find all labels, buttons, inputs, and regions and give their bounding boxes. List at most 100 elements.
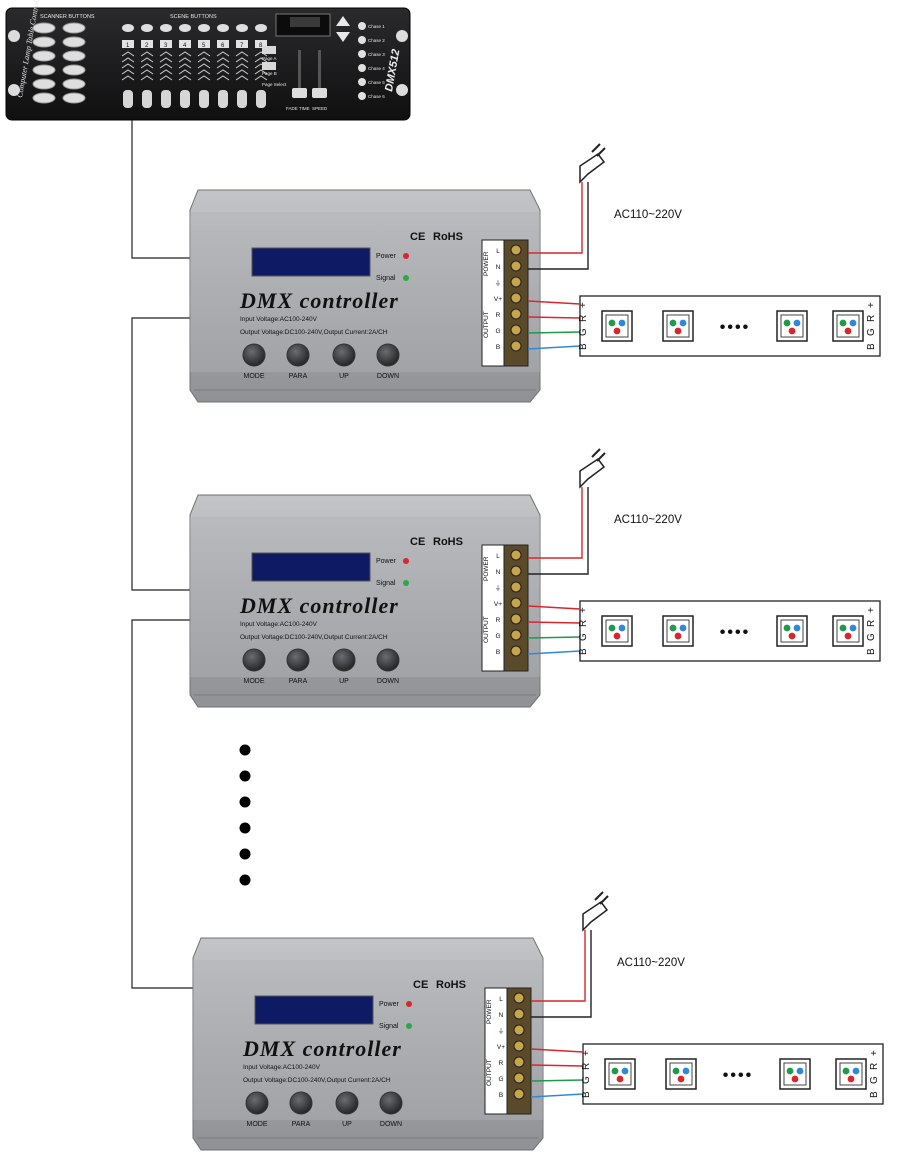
terminal-screw [513, 1008, 525, 1020]
scanner-button[interactable] [62, 50, 86, 62]
page-b-button[interactable] [262, 62, 276, 70]
controller-button-label: MODE [244, 373, 265, 380]
channel-fader[interactable] [199, 90, 209, 108]
terminal-screw [510, 308, 522, 320]
rack-hole [396, 84, 408, 96]
green-diode [672, 1067, 680, 1075]
chase-button[interactable] [358, 78, 366, 86]
channel-fader[interactable] [180, 90, 190, 108]
blue-diode [849, 624, 857, 632]
output-wire [527, 316, 581, 319]
scanner-button[interactable] [32, 22, 56, 34]
scanner-button[interactable] [32, 36, 56, 48]
scanner-button[interactable] [62, 78, 86, 90]
controller-button-down[interactable] [379, 1091, 403, 1115]
terminal-screw [513, 1088, 525, 1100]
terminal-screw [510, 613, 522, 625]
fader-scale-mark [254, 51, 268, 57]
scene-button[interactable] [122, 24, 134, 32]
chase-button[interactable] [358, 64, 366, 72]
scene-button[interactable] [198, 24, 210, 32]
scene-button[interactable] [160, 24, 172, 32]
controller-button-mode[interactable] [242, 343, 266, 367]
controller-button-label: UP [342, 1121, 352, 1128]
fader-scale-mark [235, 75, 249, 81]
controller-button-para[interactable] [289, 1091, 313, 1115]
scanner-button[interactable] [32, 78, 56, 90]
scanner-button[interactable] [32, 64, 56, 76]
blue-diode [793, 319, 801, 327]
chase-label: Chase 1 [368, 24, 385, 29]
fader-scale-mark [178, 63, 192, 69]
channel-fader[interactable] [142, 90, 152, 108]
scene-button[interactable] [141, 24, 153, 32]
scene-button[interactable] [236, 24, 248, 32]
green-diode [839, 624, 847, 632]
chase-label: Chase 5 [368, 80, 385, 85]
terminal-screw [510, 581, 522, 593]
scanner-button[interactable] [62, 92, 86, 104]
fade-time-slider[interactable] [292, 88, 307, 98]
controller-button-up[interactable] [335, 1091, 359, 1115]
terminal-label: R [496, 617, 501, 624]
chase-button[interactable] [358, 92, 366, 100]
speed-slider[interactable] [312, 88, 327, 98]
chase-button[interactable] [358, 22, 366, 30]
scanner-button[interactable] [32, 92, 56, 104]
scene-button[interactable] [255, 24, 267, 32]
terminal-label: ⏚ [495, 279, 502, 287]
scanner-button[interactable] [62, 64, 86, 76]
fader-scale-mark [178, 51, 192, 57]
red-diode [791, 1075, 799, 1083]
terminal-screw [510, 244, 522, 256]
output-wire [527, 621, 581, 624]
controller-housing [189, 494, 541, 708]
channel-fader[interactable] [218, 90, 228, 108]
output-wire [527, 300, 581, 305]
channel-fader[interactable] [161, 90, 171, 108]
controller-button-up[interactable] [332, 343, 356, 367]
fade-time-label: FADE TIME [286, 106, 310, 111]
plug-pin [596, 147, 606, 157]
controller-button-para[interactable] [286, 648, 310, 672]
controller-housing [189, 189, 541, 403]
supply-voltage-label: AC110~220V [614, 209, 682, 221]
blue-diode [621, 1067, 629, 1075]
output-block-label: OUTPUT [486, 1059, 493, 1086]
continuation-dot [239, 744, 251, 756]
scanner-button[interactable] [62, 36, 86, 48]
controller-button-mode[interactable] [245, 1091, 269, 1115]
chase-button[interactable] [358, 36, 366, 44]
strip-pin-label-left: B [581, 1091, 592, 1098]
scene-button[interactable] [217, 24, 229, 32]
scene-buttons-header: SCENE BUTTONS [170, 14, 217, 20]
fader-scale-mark [235, 69, 249, 75]
scanner-button[interactable] [62, 22, 86, 34]
channel-fader[interactable] [256, 90, 266, 108]
output-wire [527, 345, 581, 350]
terminal-label: V+ [494, 601, 502, 608]
continuation-dot [239, 822, 251, 834]
strip-ellipsis: •••• [720, 624, 750, 641]
page-a-button[interactable] [262, 46, 276, 54]
fade-slider-track [298, 50, 301, 98]
strip-pin-label-left: B [578, 343, 589, 350]
controller-button-para[interactable] [286, 343, 310, 367]
terminal-screw [510, 597, 522, 609]
controller-button-down[interactable] [376, 343, 400, 367]
controller-button-up[interactable] [332, 648, 356, 672]
fader-scale-mark [235, 51, 249, 57]
green-diode [839, 319, 847, 327]
continuation-dot [239, 796, 251, 808]
scene-button[interactable] [179, 24, 191, 32]
channel-fader[interactable] [123, 90, 133, 108]
scanner-button[interactable] [32, 50, 56, 62]
controller-button-mode[interactable] [242, 648, 266, 672]
fader-scale-mark [140, 69, 154, 75]
chase-button[interactable] [358, 50, 366, 58]
fader-scale-mark [121, 57, 135, 63]
fader-scale-mark [140, 57, 154, 63]
terminal-label: ⏚ [498, 1027, 505, 1035]
controller-button-down[interactable] [376, 648, 400, 672]
channel-fader[interactable] [237, 90, 247, 108]
